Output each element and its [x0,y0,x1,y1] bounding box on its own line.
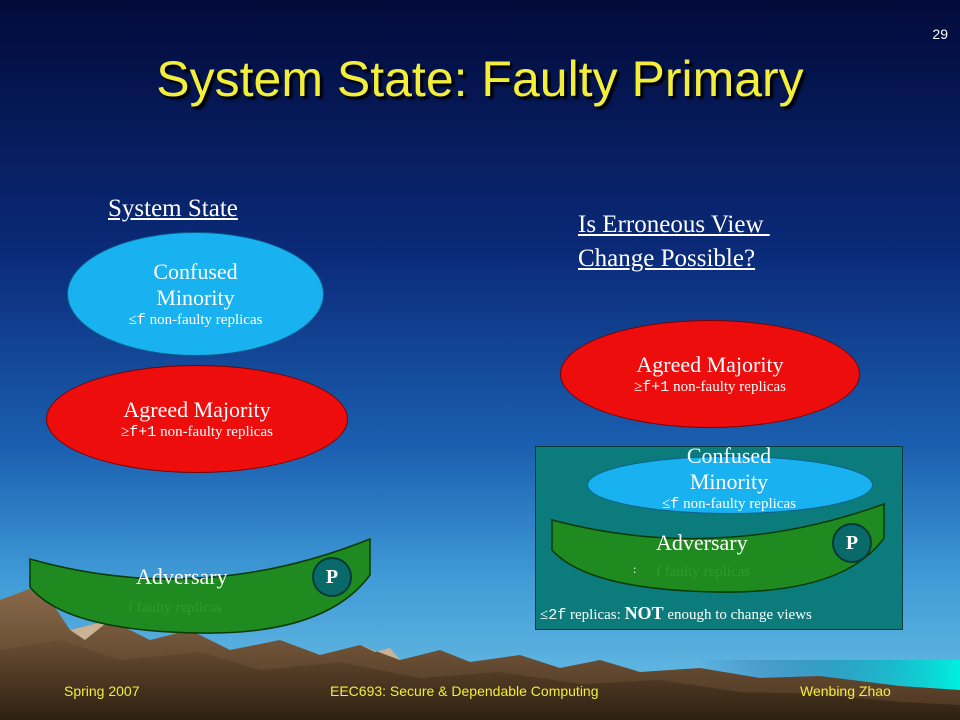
erroneous-view-heading: Is Erroneous View Change Possible? [578,208,770,276]
right-confused-line1: Confused [686,443,772,468]
right-confused-code: f [670,496,680,513]
system-state-heading: System State [108,195,238,222]
view-change-note-code: 2f [548,607,567,624]
slide-title: System State: Faulty Primary [156,51,804,107]
left-confused-line1: Confused [153,258,238,284]
footer-author: Wenbing Zhao [800,683,891,699]
lte-symbol: ≤ [540,607,549,623]
right-agreed-caption: ≥f+1 non-faulty replicas [634,378,786,397]
right-agreed-line1: Agreed Majority [636,351,784,377]
left-agreed-majority-oval: Agreed Majority ≥f+1 non-faulty replicas [46,365,348,473]
left-confused-code: f [136,311,146,329]
left-agreed-caption: ≥f+1 non-faulty replicas [121,423,273,442]
view-change-note-middle: replicas: [566,607,625,623]
left-confused-minority-oval: Confused Minority ≤f non-faulty replicas [67,232,324,356]
right-agreed-suffix: non-faulty replicas [669,378,786,395]
erroneous-view-line1: Is Erroneous View [578,211,770,238]
right-agreed-majority-oval: Agreed Majority ≥f+1 non-faulty replicas [560,320,860,428]
right-adversary-dot: : [633,562,637,576]
lte-symbol: ≤ [662,496,671,512]
right-adversary-label: Adversary [656,530,748,555]
erroneous-view-line2: Change Possible? [578,245,756,272]
right-confused-suffix: non-faulty replicas [679,496,796,512]
right-primary-badge: P [832,523,872,563]
right-confused-text: Confused Minority ≤f non-faulty replicas [587,443,871,514]
right-confused-caption: ≤f non-faulty replicas [587,495,871,514]
left-primary-badge: P [312,557,352,597]
right-confused-minority-oval [587,456,873,514]
view-change-note-emph: NOT [624,603,664,623]
left-adversary-shape [29,537,371,634]
footer-course: EEC693: Secure & Dependable Computing [330,683,599,699]
left-confused-caption: ≤f non-faulty replicas [129,311,263,330]
right-adversary-faulty: f faulty replicas [656,564,751,580]
footer-date: Spring 2007 [64,683,140,699]
gte-symbol: ≥ [634,378,643,395]
right-adversary-shape [551,502,885,593]
right-agreed-code: f+1 [642,378,670,396]
gte-symbol: ≥ [121,423,130,440]
left-agreed-line1: Agreed Majority [123,396,271,422]
view-change-note: ≤2f replicas: NOT enough to change views [540,603,812,624]
view-change-note-tail: enough to change views [663,607,812,623]
left-confused-suffix: non-faulty replicas [145,311,263,328]
right-confused-line2: Minority [689,469,769,494]
left-agreed-code: f+1 [129,423,157,441]
left-adversary-label: Adversary [136,564,228,589]
left-agreed-suffix: non-faulty replicas [156,423,273,440]
left-adversary-faulty: f faulty replicas [128,600,223,616]
slide-number: 29 [932,26,948,42]
lte-symbol: ≤ [128,311,137,328]
left-confused-line2: Minority [156,284,235,310]
